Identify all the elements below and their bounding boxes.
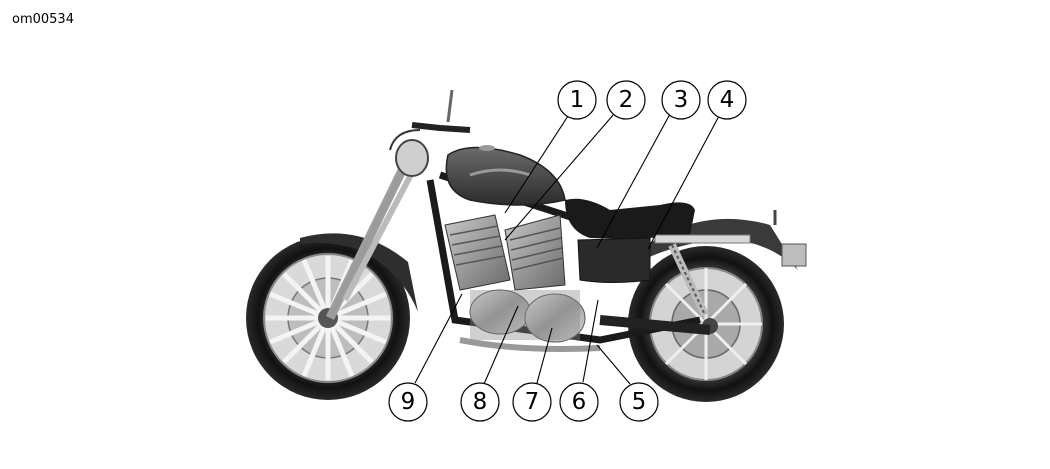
callout-label-5: 5	[632, 389, 647, 415]
motorcycle-illustration	[246, 89, 807, 402]
callout-4: 4	[707, 80, 747, 120]
swingarm	[599, 315, 711, 335]
callout-8: 8	[460, 382, 500, 422]
leader-lines	[414, 113, 720, 385]
handlebar	[411, 122, 471, 133]
exhaust	[459, 337, 601, 352]
leader-line-2	[504, 113, 615, 241]
callout-3: 3	[661, 80, 701, 120]
side-cover	[577, 237, 651, 283]
callout-label-7: 7	[525, 389, 540, 415]
callout-label-9: 9	[401, 389, 416, 415]
leader-line-9	[414, 293, 463, 384]
front-fender	[300, 233, 418, 312]
headlight	[395, 139, 429, 177]
callout-9: 9	[388, 382, 428, 422]
callout-label-4: 4	[720, 87, 735, 113]
leader-line-4	[647, 115, 720, 250]
engine	[444, 214, 586, 343]
callout-label-3: 3	[674, 87, 689, 113]
callout-1: 1	[557, 80, 597, 120]
tail-light	[781, 243, 807, 267]
seat	[565, 198, 695, 239]
callout-5: 5	[619, 382, 659, 422]
callout-2: 2	[606, 80, 646, 120]
rear-wheel	[628, 246, 784, 402]
figure-id: om00534	[12, 12, 74, 27]
fender-strut	[654, 234, 751, 244]
leader-line-6	[582, 299, 599, 383]
callout-label-6: 6	[572, 389, 587, 415]
leader-line-1	[504, 115, 569, 214]
leader-line-3	[596, 113, 671, 249]
callout-label-2: 2	[619, 87, 634, 113]
leader-line-7	[536, 327, 553, 384]
front-wheel	[246, 236, 410, 400]
callout-6: 6	[559, 382, 599, 422]
callout-label-8: 8	[473, 389, 488, 415]
leader-line-8	[483, 305, 519, 385]
callout-label-1: 1	[570, 87, 585, 113]
fuel-tank	[445, 146, 566, 206]
callout-7: 7	[512, 382, 552, 422]
mirror-stem	[446, 89, 454, 123]
leader-line-5	[596, 344, 631, 385]
